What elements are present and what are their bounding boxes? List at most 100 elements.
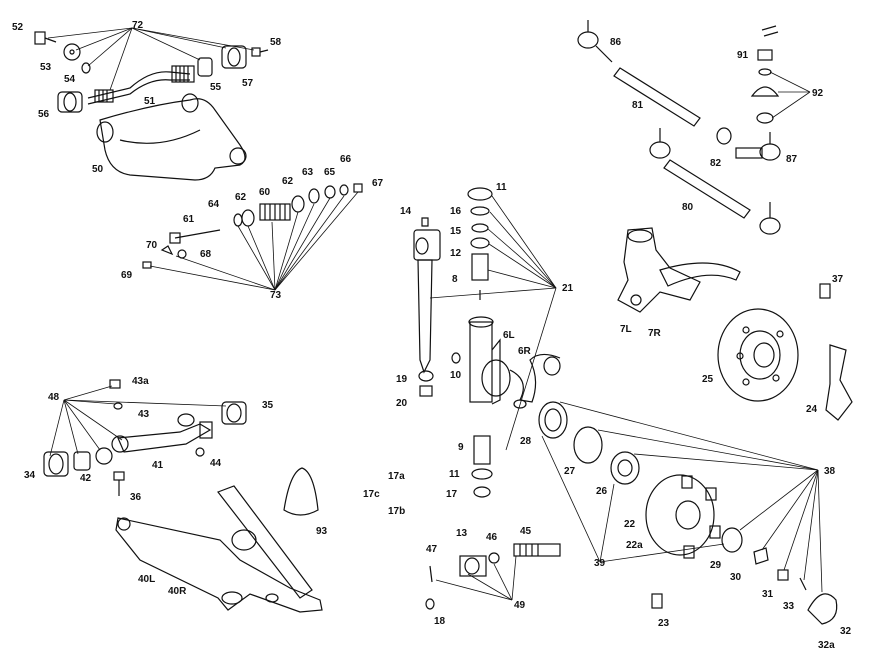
callout: 51: [144, 96, 156, 107]
washer-30: [753, 547, 769, 565]
callout: 64: [208, 199, 220, 210]
bearing-29: [721, 527, 743, 553]
callout: 47: [426, 544, 438, 555]
callout: 70: [146, 240, 158, 251]
callout: 37: [832, 274, 844, 285]
bracket-13: [459, 555, 487, 577]
callout: 11: [496, 182, 507, 193]
callout: 13: [456, 528, 468, 539]
callout: 63: [302, 167, 314, 178]
bushing-8: [471, 253, 489, 281]
pivot-shaft-51: [87, 65, 195, 105]
bushing-35: [221, 401, 247, 425]
cotter-47: [429, 565, 433, 583]
upper-arm-group: [34, 27, 269, 181]
callout: 12: [450, 248, 462, 259]
callout: 54: [64, 74, 76, 85]
callout: 25: [702, 374, 714, 385]
bolt-61: [174, 229, 221, 239]
screw-69: [142, 261, 152, 269]
callout: 31: [762, 589, 774, 600]
callout: 17: [446, 489, 458, 500]
callout: 44: [210, 458, 222, 469]
callout: 40L: [138, 574, 155, 585]
callout: 6L: [503, 330, 515, 341]
nut-19: [418, 370, 434, 382]
bushing-56: [57, 91, 83, 113]
lower-pin-group: [425, 543, 561, 610]
callout: 91: [737, 50, 749, 61]
callout: 65: [324, 167, 336, 178]
callout: 38: [824, 466, 836, 477]
callout: 72: [132, 20, 144, 31]
callout: 21: [562, 283, 574, 294]
fitting-10: [451, 352, 461, 364]
dust-shield-24: [825, 344, 853, 421]
callout: 67: [372, 178, 384, 189]
callout: 27: [564, 466, 576, 477]
bolt-36: [113, 471, 125, 496]
bolt-52: [34, 31, 57, 45]
callout: 86: [610, 37, 622, 48]
bushing-kit-group: [142, 183, 363, 291]
bolt-37: [819, 283, 831, 299]
cross-shaft-41: [111, 413, 213, 453]
callout: 62: [235, 192, 247, 203]
callout: 29: [710, 560, 722, 571]
callout: 46: [486, 532, 498, 543]
callout: 93: [316, 526, 328, 537]
bolt-45: [513, 543, 561, 557]
tie-rod-group: [577, 20, 831, 299]
callout: 19: [396, 374, 408, 385]
callout: 26: [596, 486, 608, 497]
boot-92: [750, 86, 780, 97]
grease-cap-32: [807, 593, 838, 625]
callout: 48: [48, 392, 60, 403]
callout: 17c: [363, 489, 380, 500]
callout: 60: [259, 187, 271, 198]
callout: 82: [710, 158, 722, 169]
callout: 7R: [648, 328, 662, 339]
bearing-26: [610, 451, 640, 485]
bushing-57: [221, 45, 247, 69]
callout: 50: [92, 164, 104, 175]
callout: 39: [594, 558, 606, 569]
callout: 73: [270, 290, 282, 301]
washer-70: [160, 245, 174, 256]
callout: 7L: [620, 324, 632, 335]
bushing-9: [473, 435, 491, 465]
hub-bearing-group: [538, 401, 838, 625]
fitting-18: [425, 598, 435, 610]
bushing-55: [197, 57, 213, 77]
washer-54: [63, 43, 81, 61]
nut-43a: [109, 379, 121, 389]
nut-20: [419, 385, 433, 397]
tie-rod-end-86: [577, 20, 613, 63]
callout: 45: [520, 526, 532, 537]
callout: 32a: [818, 640, 835, 651]
callout: 24: [806, 404, 818, 415]
callout: 35: [262, 400, 274, 411]
cotter-pin: [761, 25, 779, 37]
callout: 41: [152, 460, 164, 471]
callout: 68: [200, 249, 212, 260]
bolt-23: [651, 593, 663, 609]
nut-53: [81, 62, 91, 74]
callout: 56: [38, 109, 50, 120]
callout: 92: [812, 88, 824, 99]
seal-28: [538, 401, 568, 439]
lower-arm-40: [115, 485, 323, 613]
tie-rod-end-87: [735, 132, 781, 161]
pin-33: [799, 577, 807, 591]
lower-shaft-group: [43, 379, 319, 516]
callout: 22a: [626, 540, 643, 551]
callout: 52: [12, 22, 24, 33]
cap-17: [473, 486, 491, 498]
callout: 34: [24, 470, 36, 481]
callout: 80: [682, 202, 694, 213]
callout: 81: [632, 100, 644, 111]
callout: 28: [520, 436, 532, 447]
bushing-42: [73, 451, 91, 471]
callout: 87: [786, 154, 798, 165]
